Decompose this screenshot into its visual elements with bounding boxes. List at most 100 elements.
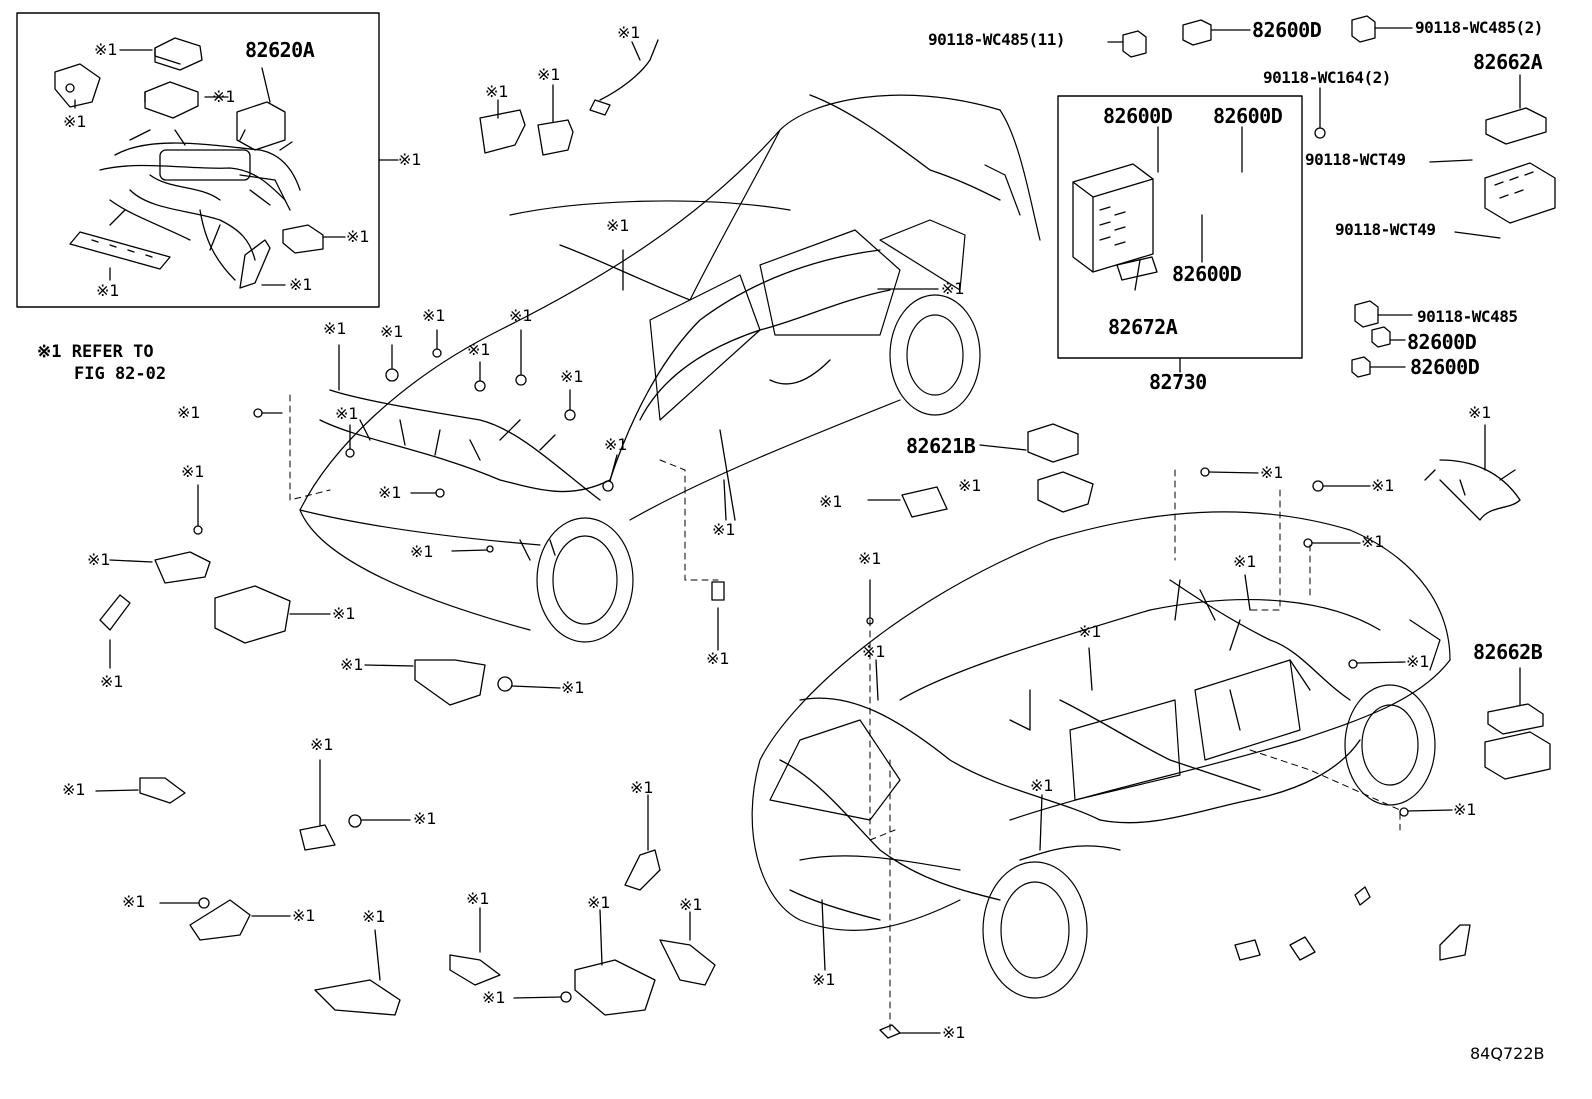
inset-part-icon-5 (282, 224, 324, 254)
ref-mark: ※1 (323, 319, 347, 338)
inset-ecu-icon-82620A (236, 67, 286, 151)
part-number-90118-WC485-11: 90118-WC485(11) (928, 30, 1066, 49)
part-number-82600D: 82600D (1213, 104, 1283, 128)
ref-mark: ※1 (335, 404, 359, 423)
ref-mark: ※1 (1468, 403, 1492, 422)
part-number-82730: 82730 (1149, 370, 1207, 394)
ref-mark: ※1 (177, 403, 201, 422)
ref-mark: ※1 (422, 306, 446, 325)
fuse-icon-1 (1182, 19, 1251, 46)
ref-mark: ※1 (679, 895, 703, 914)
ref-mark: ※1 (706, 649, 730, 668)
ref-mark: ※1 (181, 462, 205, 481)
ref-mark: ※1 (378, 483, 402, 502)
part-number-82662A: 82662A (1473, 50, 1543, 74)
diagram-code: 84Q722B (1470, 1044, 1545, 1063)
ref-mark: ※1 (1361, 532, 1385, 551)
relay-group-icon (1351, 300, 1413, 378)
bcm-module-icon (1072, 163, 1158, 291)
bracket-icons (95, 39, 1471, 1039)
ref-mark: ※1 (485, 82, 509, 101)
ref-mark: ※1 (1233, 552, 1257, 571)
front-dashed-leaders (289, 394, 719, 581)
refer-note-line2: FIG 82-02 (74, 364, 167, 384)
inset-harness-icon (99, 129, 301, 281)
ref-mark: ※1 (292, 906, 316, 925)
ref-mark: ※1 (466, 889, 490, 908)
rear-dashed-leaders (869, 469, 1401, 1031)
ref-mark: ※1 (1030, 776, 1054, 795)
ref-mark: ※1 (1453, 800, 1477, 819)
harness-icon-right (1424, 424, 1521, 521)
ref-mark: ※1 (561, 678, 585, 697)
ref-mark: ※1 (712, 520, 736, 539)
ref-mark: ※1 (604, 435, 628, 454)
rear-vehicle-outline (751, 511, 1451, 999)
part-number-82672A: 82672A (1108, 315, 1178, 339)
text-leaders (74, 49, 1251, 971)
ref-mark: ※1 (346, 227, 370, 246)
inset-frame (16, 12, 380, 308)
bracket-icon-1 (867, 486, 948, 518)
ref-mark: ※1 (812, 970, 836, 989)
ref-mark: ※1 (289, 275, 313, 294)
part-number-90118-WC485: 90118-WC485 (1417, 307, 1518, 326)
ref-mark: ※1 (942, 1023, 966, 1042)
part-number-90118-WCT49: 90118-WCT49 (1305, 150, 1406, 169)
part-number-90118-WCT49: 90118-WCT49 (1335, 220, 1436, 239)
ref-mark: ※1 (332, 604, 356, 623)
ref-mark: ※1 (630, 778, 654, 797)
ref-mark: ※1 (1078, 622, 1102, 641)
inset-part-icon-3 (144, 81, 199, 119)
ref-mark: ※1 (63, 112, 87, 131)
ref-mark: ※1 (587, 893, 611, 912)
ref-mark: ※1 (862, 642, 886, 661)
ref-mark: ※1 (560, 367, 584, 386)
ref-mark: ※1 (482, 988, 506, 1007)
ref-mark: ※1 (122, 892, 146, 911)
front-vehicle-outline (299, 94, 1041, 643)
ref-mark: ※1 (410, 542, 434, 561)
ref-mark: ※1 (537, 65, 561, 84)
module-frame (1057, 95, 1303, 359)
bolt-icons (159, 329, 1453, 1003)
ref-mark: ※1 (413, 809, 437, 828)
refer-note-line1: ※1 REFER TO (37, 342, 154, 362)
ref-mark: ※1 (1260, 463, 1284, 482)
part-number-82662B: 82662B (1473, 640, 1543, 664)
module-fuse-leaders (1157, 126, 1243, 263)
ref-mark: ※1 (310, 735, 334, 754)
ref-mark: ※1 (100, 672, 124, 691)
ref-mark: ※1 (941, 279, 965, 298)
inset-part-icon-1 (154, 37, 203, 71)
cover-icon-82662B (1484, 667, 1551, 780)
ref-mark: ※1 (380, 322, 404, 341)
inset-part-icon-4 (69, 231, 171, 270)
ref-mark: ※1 (467, 340, 491, 359)
ref-mark: ※1 (617, 23, 641, 42)
part-number-90118-WC164-2: 90118-WC164(2) (1263, 68, 1391, 87)
cover-icon-82662A (1485, 74, 1547, 145)
ref-mark: ※1 (1371, 476, 1395, 495)
part-number-82600D: 82600D (1407, 330, 1477, 354)
part-number-82600D: 82600D (1410, 355, 1480, 379)
ref-mark: ※1 (87, 550, 111, 569)
ref-mark: ※1 (509, 306, 533, 325)
inset-part-icon-2 (54, 63, 101, 108)
ref-mark: ※1 (858, 549, 882, 568)
ref-mark: ※1 (1406, 652, 1430, 671)
part-number-90118-WC485-2: 90118-WC485(2) (1415, 18, 1543, 37)
ref-mark: ※1 (62, 780, 86, 799)
ref-mark: ※1 (94, 40, 118, 59)
part-number-82621B: 82621B (906, 434, 976, 458)
relay-icon-1 (1107, 30, 1147, 58)
inset-part-icon-6 (239, 239, 271, 289)
front-harness-wires (319, 94, 1001, 561)
fuse-block-icon (1429, 159, 1556, 239)
ref-mark: ※1 (819, 492, 843, 511)
part-number-82600D: 82600D (1103, 104, 1173, 128)
ref-mark: ※1 (606, 216, 630, 235)
connector-icon-82621B (979, 423, 1094, 513)
rear-harness-wires (779, 579, 1361, 921)
